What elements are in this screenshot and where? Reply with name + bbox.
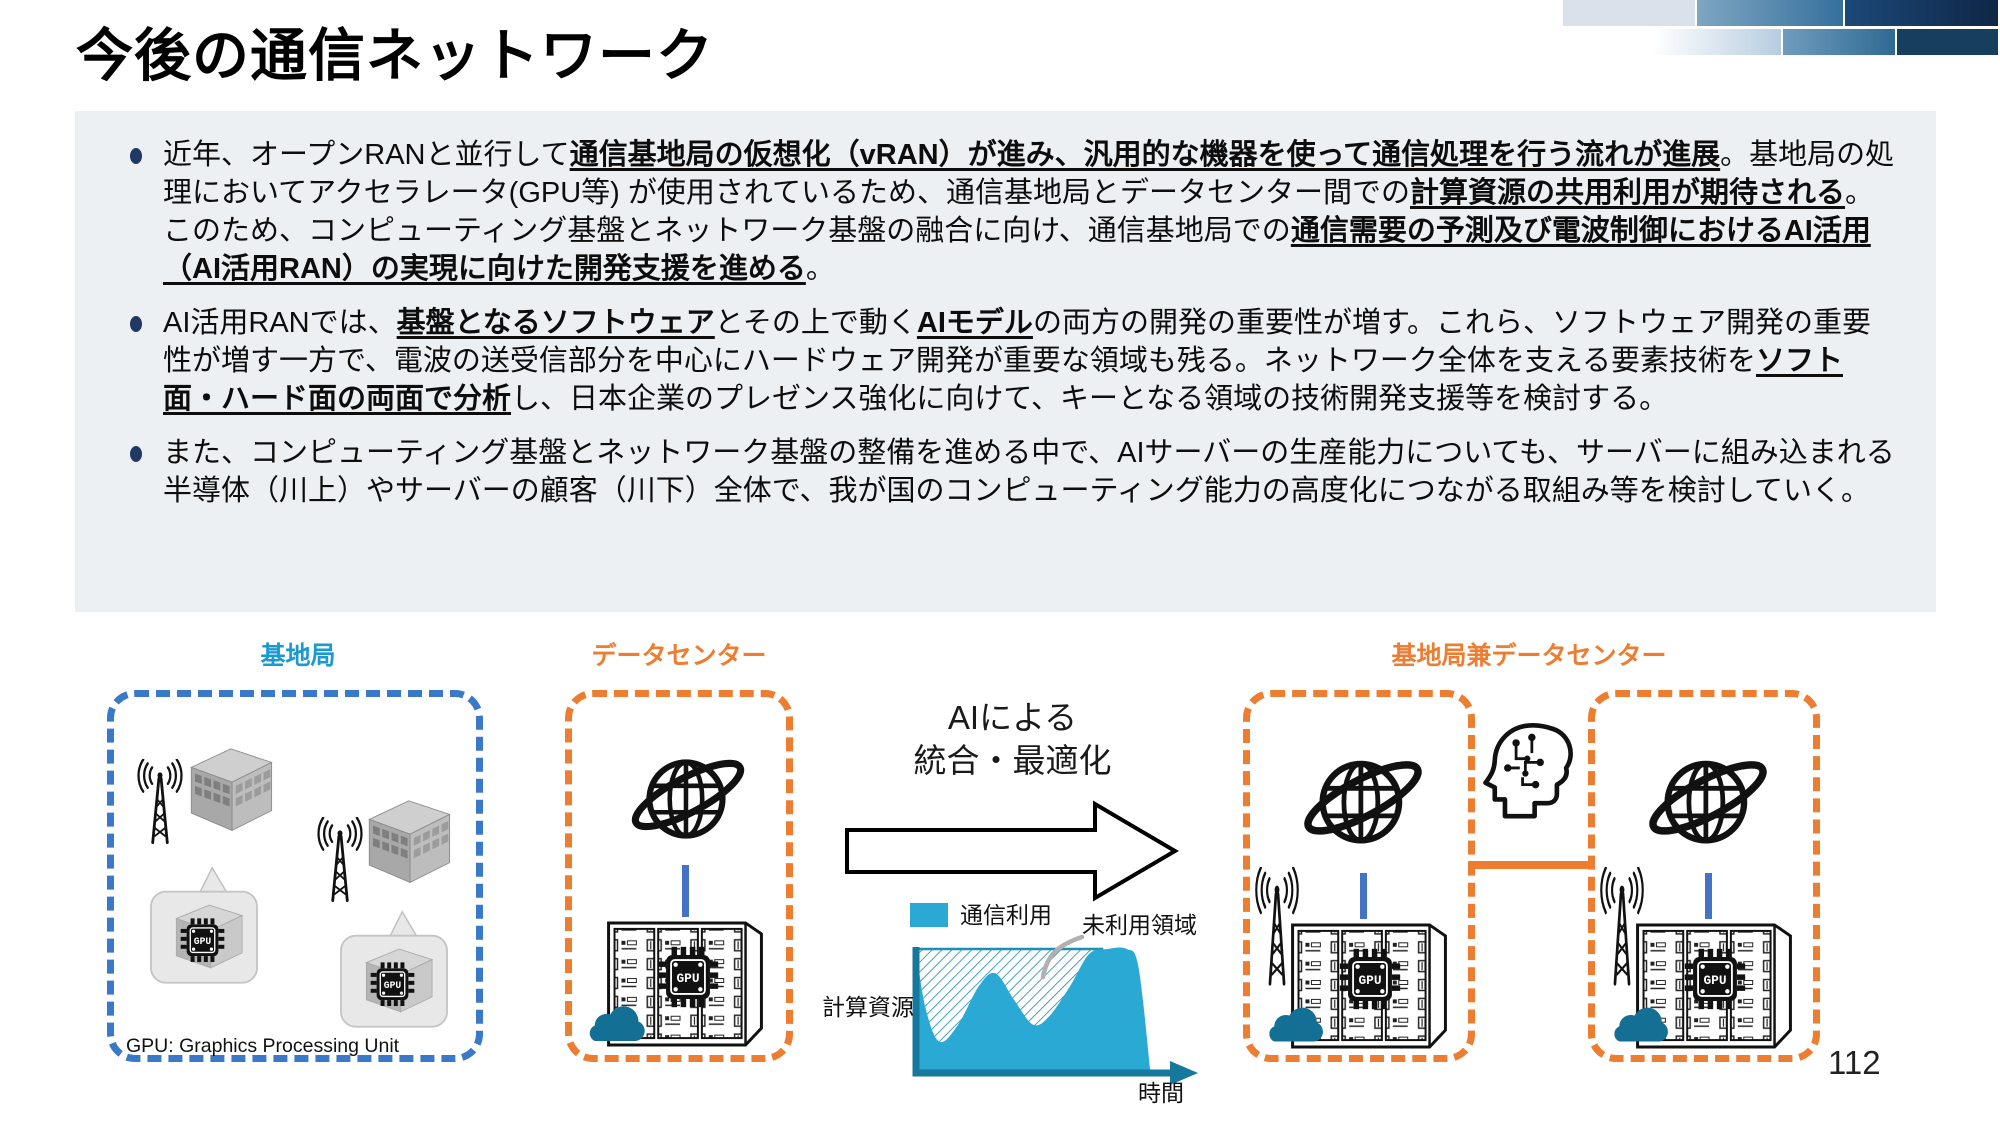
text-segment: 基盤となるソフトウェア [396,307,715,339]
cloud-icon [1256,995,1332,1047]
cloud-icon [1601,995,1677,1047]
summary-box: 近年、オープンRANと並行して通信基地局の仮想化（vRAN）が進み、汎用的な機器… [75,111,1936,612]
gpu-chip-icon: GPU [1338,947,1402,1011]
globe-network-icon [622,731,754,863]
ai-head-icon [1479,714,1581,846]
usage-area [916,947,1150,1071]
banner-segment [1697,0,1843,26]
cloud-icon [576,993,654,1047]
combined-box-right: GPU [1588,690,1820,1062]
banner-segment [1653,29,1781,55]
legend-label: 通信利用 [960,902,1052,928]
chart-plot-area [916,947,1150,1071]
text-segment: AI活用RANでは、 [163,307,397,339]
antenna-icon [132,759,188,845]
ai-optimization-caption: AIによる 統合・最適化 [845,696,1180,782]
banner-segment [1783,29,1895,55]
page-number: 112 [1828,1044,1881,1081]
box-connector-line [1468,861,1592,869]
network-link-line [682,865,689,917]
banner-segment [1563,29,1651,55]
resource-usage-chart: 通信利用 未利用領域 計算資源 時間 [822,902,1198,1106]
x-axis-label: 時間 [1138,1080,1184,1106]
banner-segment [1897,29,1998,55]
text-segment: 通信基地局の仮想化（vRAN）が進み、汎用的な機器を使って通信処理を行う流れが進… [569,139,1721,171]
banner-row-bottom [1563,29,2000,55]
globe-network-icon [1294,731,1432,869]
text-segment: の両方の開発の重要性が増す。これら、ソフトウェア開発の重要性が増す一方で、電波の… [163,307,1872,377]
banner-row-top [1563,0,2000,26]
bullet-item-3: また、コンピューティング基盤とネットワーク基盤の整備を進める中で、AIサーバーの… [121,434,1898,510]
gpu-chip-label: GPU [194,936,212,947]
server-3d-icon [174,733,279,845]
gpu-chip-label: GPU [676,971,699,986]
combined-box-left: GPU [1243,690,1475,1062]
annotation-pointer [1040,934,1085,980]
text-segment: ソフト面・ハード面の両面で分析 [163,345,1843,415]
gpu-chip-icon: GPU [656,945,720,1009]
network-link-line [1360,873,1367,919]
bullet-list: 近年、オープンRANと並行して通信基地局の仮想化（vRAN）が進み、汎用的な機器… [121,136,1898,510]
antenna-icon [312,817,368,903]
bullet-item-2: AI活用RANでは、基盤となるソフトウェアとその上で動くAIモデルの両方の開発の… [121,304,1898,418]
text-segment: とその上で動く [714,307,917,339]
gpu-chip-label: GPU [1703,973,1726,988]
text-segment: し、日本企業のプレゼンス強化に向けて、キーとなる領域の技術開発支援等を検討する。 [511,383,1669,415]
gpu-chip-icon: GPU [1683,947,1747,1011]
globe-network-icon [1639,731,1777,869]
y-axis-label: 計算資源 [822,994,914,1020]
data-center-box: GPU [565,690,793,1062]
combined-label: 基地局兼データセンター [1391,642,1667,670]
text-segment: 。基地局の処理においてアクセラレータ(GPU等) が使用されているため、通信基地… [163,139,1895,209]
text-segment: 通信需要の予測及び電波制御におけるAI活用（AI活用RAN）の実現に向けた開発支… [163,215,1871,285]
data-center-label: データセンター [591,642,767,670]
text-segment: AIモデル [916,307,1033,339]
gpu-callout-icon: GPU [148,865,260,987]
base-station-label: 基地局 [260,642,336,670]
right-arrow-icon [845,800,1179,902]
x-axis-arrowhead-icon [1170,1061,1198,1085]
legend-swatch [910,903,948,927]
text-segment: 。 [805,253,835,285]
base-station-box: GPU GPU GPU: Graphics Processing Unit [107,690,483,1062]
banner-segment [1845,0,1998,26]
decorative-banner [1563,0,2000,58]
chart-axes [912,947,1172,1077]
text-segment: また、コンピューティング基盤とネットワーク基盤の整備を進める中で、AIサーバーの… [163,437,1895,507]
bullet-item-1: 近年、オープンRANと並行して通信基地局の仮想化（vRAN）が進み、汎用的な機器… [121,136,1898,288]
gpu-chip-label: GPU [384,980,402,991]
text-segment: 計算資源の共用利用が期待される [1410,177,1846,209]
banner-segment [1563,0,1695,26]
ai-caption-line1: AIによる [947,699,1078,736]
ai-caption-line2: 統合・最適化 [913,742,1112,779]
text-segment: 。このため、コンピューティング基盤とネットワーク基盤の融合に向け、通信基地局での [163,177,1875,247]
gpu-callout-icon: GPU [338,909,450,1031]
network-link-line [1705,873,1712,919]
text-segment: 近年、オープンRANと並行して [163,139,570,171]
gpu-chip-label: GPU [1358,973,1381,988]
gpu-abbreviation-caption: GPU: Graphics Processing Unit [126,1035,400,1057]
unused-area-annotation: 未利用領域 [1082,912,1197,938]
page-title: 今後の通信ネットワーク [76,24,714,88]
